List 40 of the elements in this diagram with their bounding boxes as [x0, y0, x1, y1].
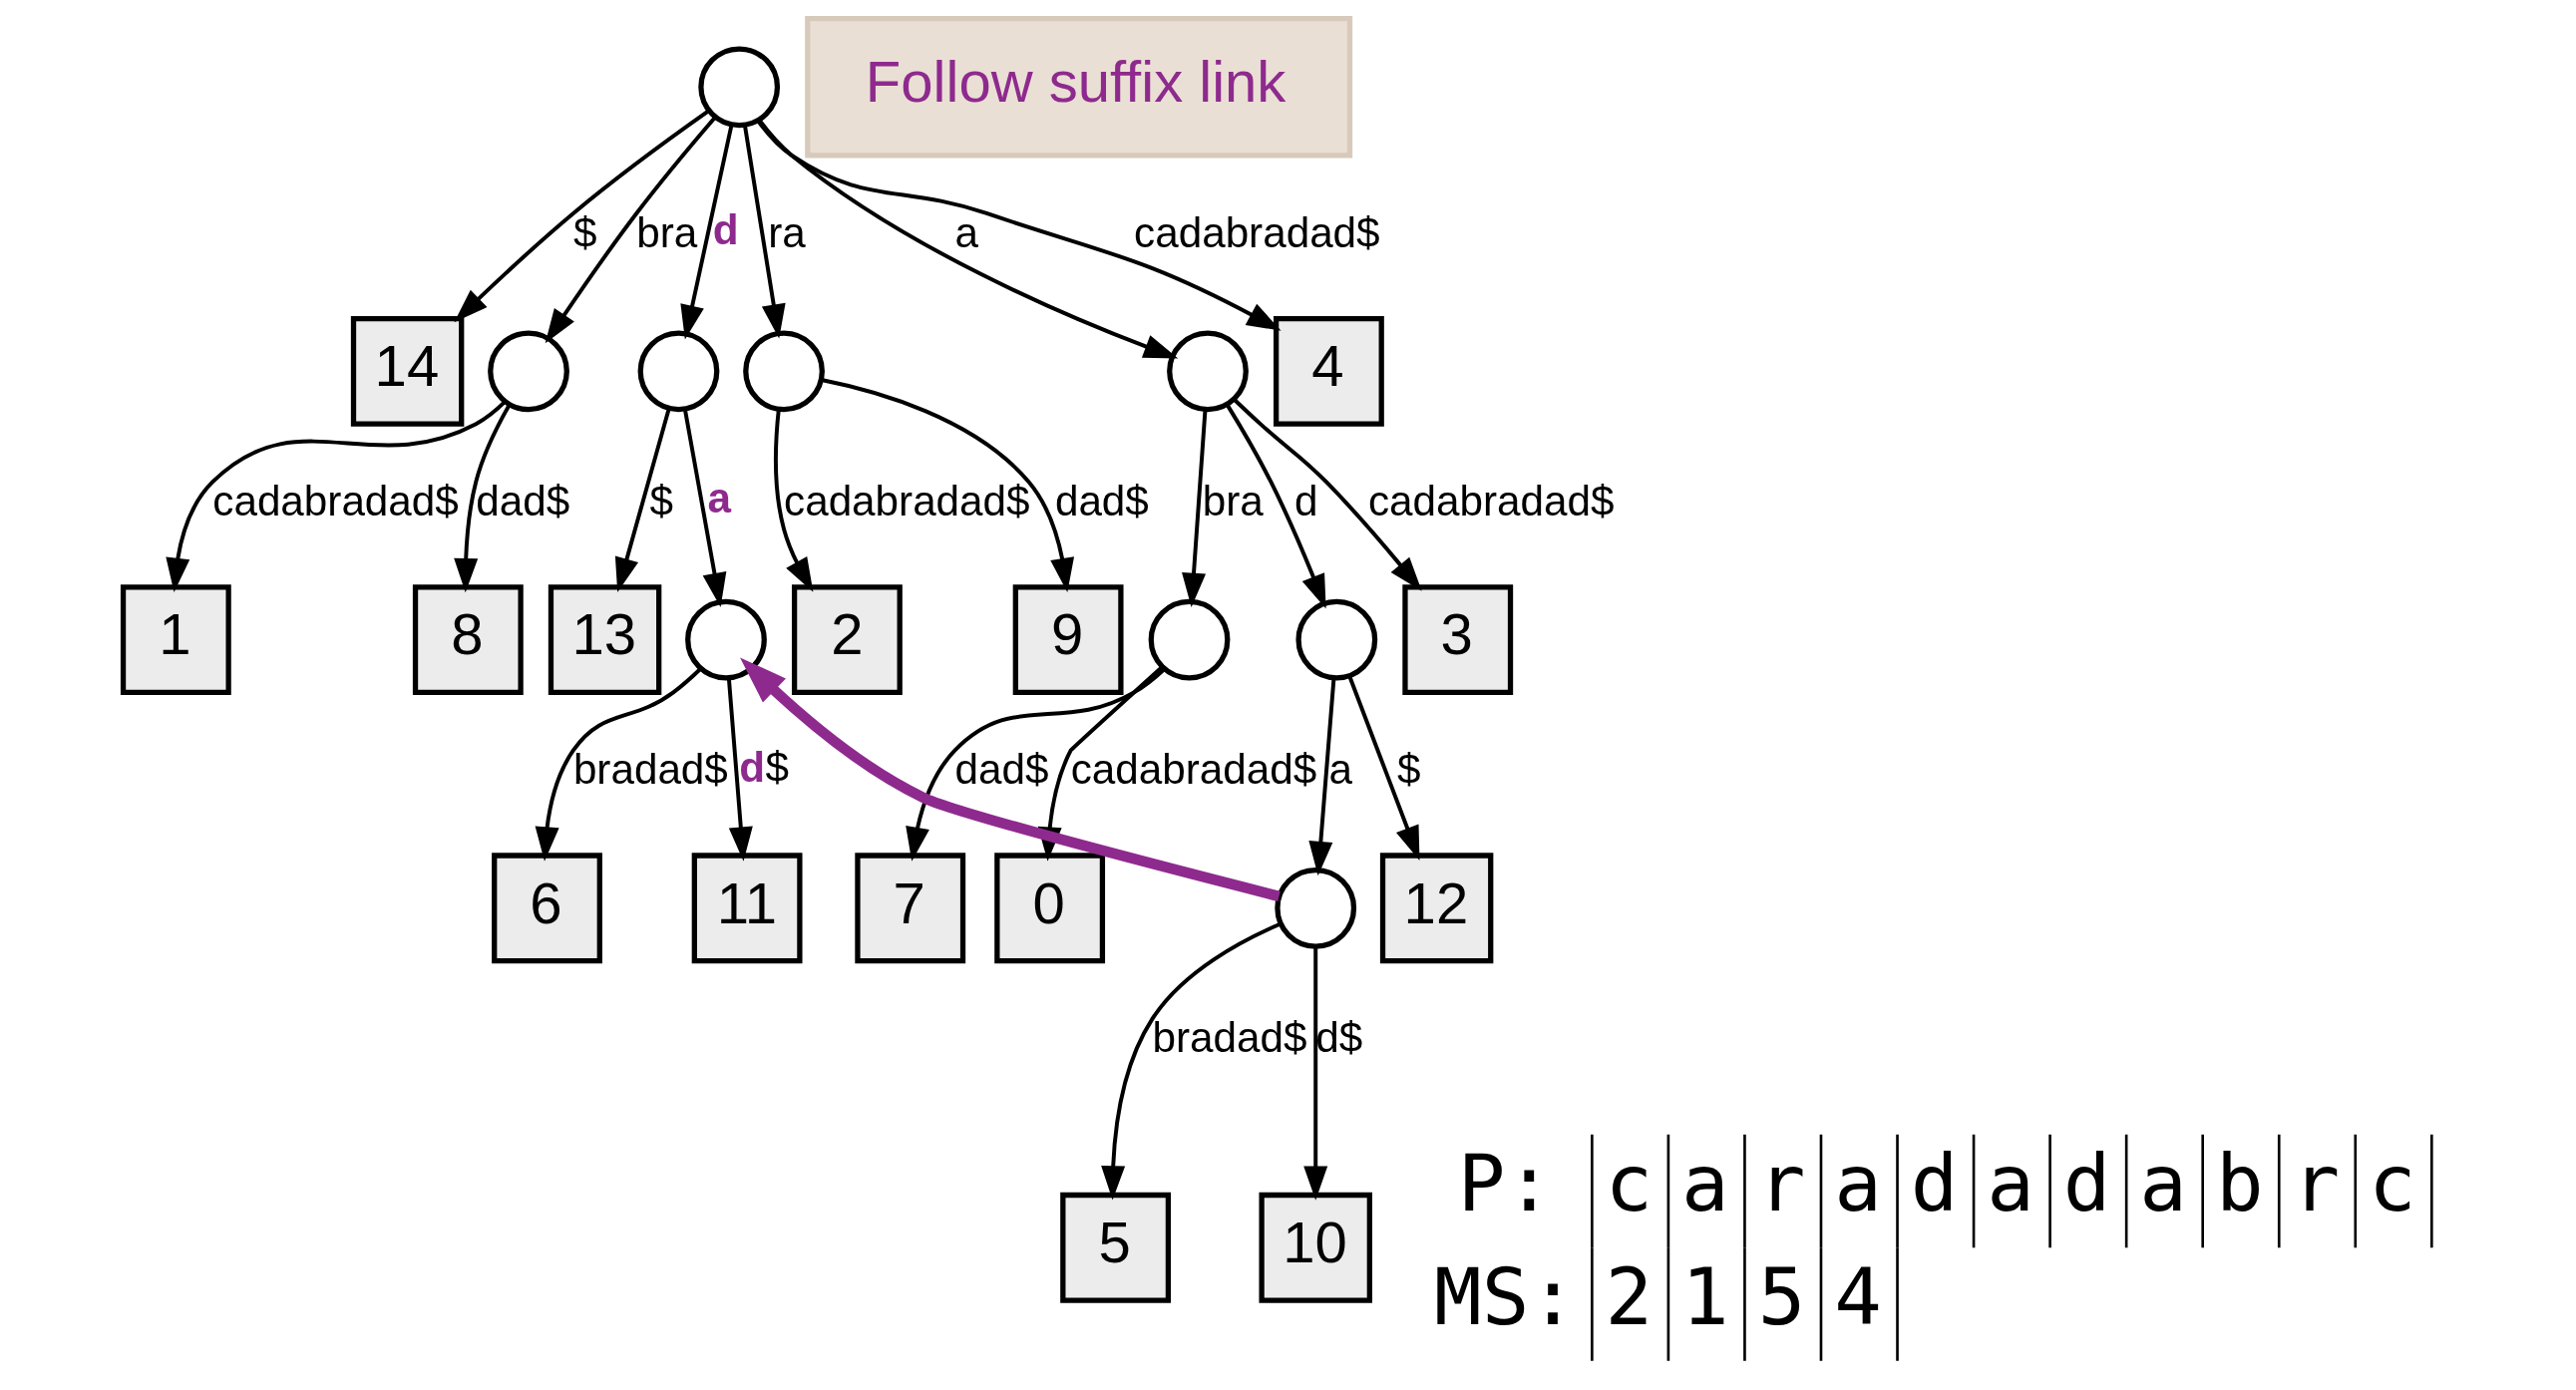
edge-label: dad$ — [476, 477, 570, 524]
edge-label: d — [712, 206, 739, 254]
label: P: — [1457, 1138, 1554, 1230]
label: 2 — [1605, 1250, 1654, 1343]
label: b — [2215, 1138, 2264, 1230]
label: a — [1834, 1138, 1882, 1230]
edge-label: $ — [572, 208, 597, 256]
edge-label: a — [707, 475, 731, 522]
edge-label: d$ — [739, 743, 790, 791]
edge-label: ra — [768, 208, 806, 256]
edge-label: dad$ — [1054, 477, 1149, 524]
label: 5 — [1757, 1250, 1806, 1343]
edge-label: a — [1328, 746, 1352, 794]
edge-label: cadabradad$ — [212, 477, 459, 524]
edge-label: cadabradad$ — [1070, 746, 1317, 794]
label: a — [1987, 1138, 2034, 1230]
edge-label: $ — [1397, 746, 1421, 794]
edge-label: bradad$ — [572, 746, 728, 794]
label: 1 — [1681, 1250, 1729, 1343]
label: 4 — [1834, 1250, 1882, 1343]
label: a — [1681, 1138, 1729, 1230]
label: d — [1910, 1138, 1959, 1230]
label: c — [2368, 1138, 2416, 1230]
edge-label: dad$ — [954, 746, 1049, 794]
edge-label: d$ — [1315, 1014, 1363, 1062]
edge-label: cadabradad$ — [1134, 208, 1380, 256]
edge-label: bra — [636, 208, 698, 256]
edge-label: cadabradad$ — [1368, 477, 1615, 524]
edge-label: cadabradad$ — [784, 477, 1030, 524]
label: r — [2292, 1138, 2341, 1230]
label: c — [1605, 1138, 1654, 1230]
label: a — [2139, 1138, 2188, 1230]
edge-label: $ — [649, 477, 673, 524]
label: d — [2062, 1138, 2111, 1230]
edge-label: d — [1294, 477, 1318, 524]
label: MS: — [1433, 1250, 1577, 1343]
edge-label: bradad$ — [1152, 1014, 1307, 1062]
edge-label: a — [954, 208, 979, 256]
edge-label: bra — [1202, 477, 1264, 524]
label: r — [1757, 1138, 1806, 1230]
